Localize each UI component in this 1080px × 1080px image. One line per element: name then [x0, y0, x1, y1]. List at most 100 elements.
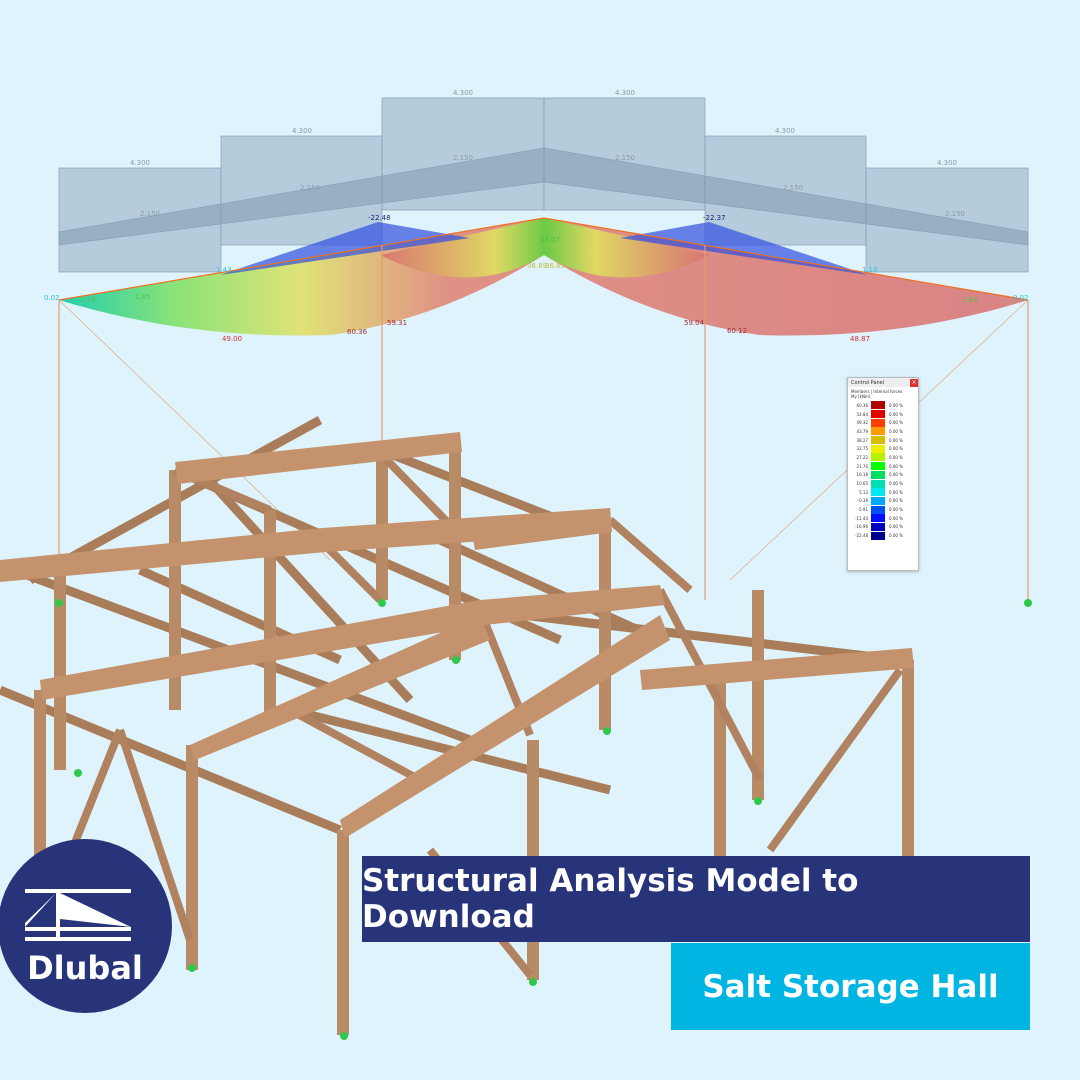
result-quantity: My [kNm]	[851, 394, 871, 399]
legend-row: -22.48 0.00 %	[848, 531, 918, 540]
legend-percent: 0.00 %	[889, 428, 903, 434]
load-label: 4.300	[615, 89, 635, 97]
legend-row: 38.27 0.00 %	[848, 436, 918, 445]
load-label: 2.150	[300, 184, 320, 192]
supports	[55, 599, 1032, 1040]
legend-row: 16.18 0.00 %	[848, 470, 918, 480]
legend-color	[871, 462, 885, 471]
result-type: Members | Internal forces	[851, 389, 903, 394]
legend-color	[871, 514, 885, 523]
legend-row: 49.32 0.00 %	[848, 418, 918, 427]
banner-subtitle: Salt Storage Hall	[671, 943, 1030, 1030]
legend-value: 10.65	[856, 481, 868, 487]
legend-color	[871, 505, 885, 514]
close-icon[interactable]: ×	[910, 378, 918, 387]
load-label: 4.300	[292, 127, 312, 135]
legend-value: 32.75	[856, 446, 868, 452]
legend-value: 43.79	[856, 428, 868, 434]
legend-value: 27.22	[856, 454, 868, 460]
legend-value: 38.27	[856, 437, 868, 443]
legend-percent: 0.00 %	[889, 446, 903, 452]
dlubal-logo: Dlubal	[0, 839, 172, 1013]
legend-row: 60.36 0.00 %	[848, 401, 918, 410]
legend-row: 43.79 0.00 %	[848, 427, 918, 436]
legend-color	[871, 444, 885, 453]
legend-percent: 0.00 %	[889, 515, 903, 521]
value-label: 60.36	[347, 328, 368, 336]
load-label: 2.150	[140, 210, 160, 218]
legend-color	[871, 418, 885, 427]
legend-color	[871, 401, 885, 410]
legend-row: -11.44 0.00 %	[848, 514, 918, 523]
legend-color	[871, 522, 885, 531]
legend-percent: 0.00 %	[889, 507, 903, 513]
legend-color	[871, 479, 885, 488]
legend-value: -5.91	[857, 507, 868, 513]
legend-row: 21.70 0.00 %	[848, 462, 918, 471]
legend-color	[871, 488, 885, 497]
banner-title: Structural Analysis Model to Download	[362, 856, 1030, 942]
legend-color	[871, 427, 885, 436]
load-label: 4.300	[130, 159, 150, 167]
legend-value: -0.39	[857, 498, 868, 504]
load-label: 2.150	[783, 184, 803, 192]
value-label: 48.87	[850, 335, 870, 343]
legend-value: 5.13	[859, 489, 868, 495]
legend-percent: 0.00 %	[889, 498, 903, 504]
legend-color	[871, 436, 885, 445]
legend-percent: 0.00 %	[889, 454, 903, 460]
value-label: 60.12	[727, 327, 747, 335]
value-label: 1.18	[862, 266, 878, 274]
value-label: 36.89	[527, 262, 547, 270]
value-label: 59.04	[684, 319, 705, 327]
legend-value: 16.18	[856, 472, 868, 478]
legend-percent: 0.00 %	[889, 481, 903, 487]
legend-color	[871, 470, 885, 479]
bridge-icon	[25, 889, 131, 941]
value-label: 1.85	[135, 293, 151, 301]
legend-percent: 0.00 %	[889, 420, 903, 426]
legend-row: 32.75 0.00 %	[848, 444, 918, 453]
legend-percent: 0.00 %	[889, 533, 903, 539]
load-label: 2.150	[453, 154, 473, 162]
value-label: 59.31	[387, 319, 407, 327]
value-label: -22.37	[703, 214, 726, 222]
logo-text: Dlubal	[27, 949, 143, 987]
value-label: 36.89	[545, 262, 565, 270]
load-diagram	[58, 97, 1029, 273]
control-panel[interactable]: Control Panel × Members | Internal forces…	[847, 377, 919, 571]
load-label: 2.150	[615, 154, 635, 162]
legend-row: -5.91 0.00 %	[848, 505, 918, 514]
legend-color	[871, 531, 885, 540]
legend-value: -16.96	[855, 524, 868, 530]
value-label: 1.76	[80, 296, 96, 304]
legend-color	[871, 496, 885, 505]
legend-percent: 0.00 %	[889, 411, 903, 417]
legend-percent: 0.00 %	[889, 437, 903, 443]
legend-value: -11.44	[855, 515, 868, 521]
load-label: 4.300	[453, 89, 473, 97]
legend-value: -22.48	[855, 533, 868, 539]
legend-row: -0.39 0.00 %	[848, 496, 918, 506]
timber-frame	[0, 416, 914, 1035]
control-panel-title: Control Panel	[851, 379, 885, 386]
legend-value: 21.70	[856, 463, 868, 469]
load-label: 2.150	[945, 210, 965, 218]
legend-percent: 0.00 %	[889, 472, 903, 478]
value-label: 1.43	[216, 266, 232, 274]
value-label: 49.00	[222, 335, 242, 343]
load-label: 4.300	[775, 127, 795, 135]
load-label: 4.300	[937, 159, 957, 167]
legend-percent: 0.00 %	[889, 402, 903, 408]
value-label: -22.48	[368, 214, 391, 222]
legend-percent: 0.00 %	[889, 489, 903, 495]
legend-value: 60.36	[856, 402, 868, 408]
legend-value: 49.32	[856, 420, 868, 426]
value-label: 17.07	[540, 236, 560, 244]
legend-percent: 0.00 %	[889, 463, 903, 469]
value-label: 1.83	[962, 296, 978, 304]
